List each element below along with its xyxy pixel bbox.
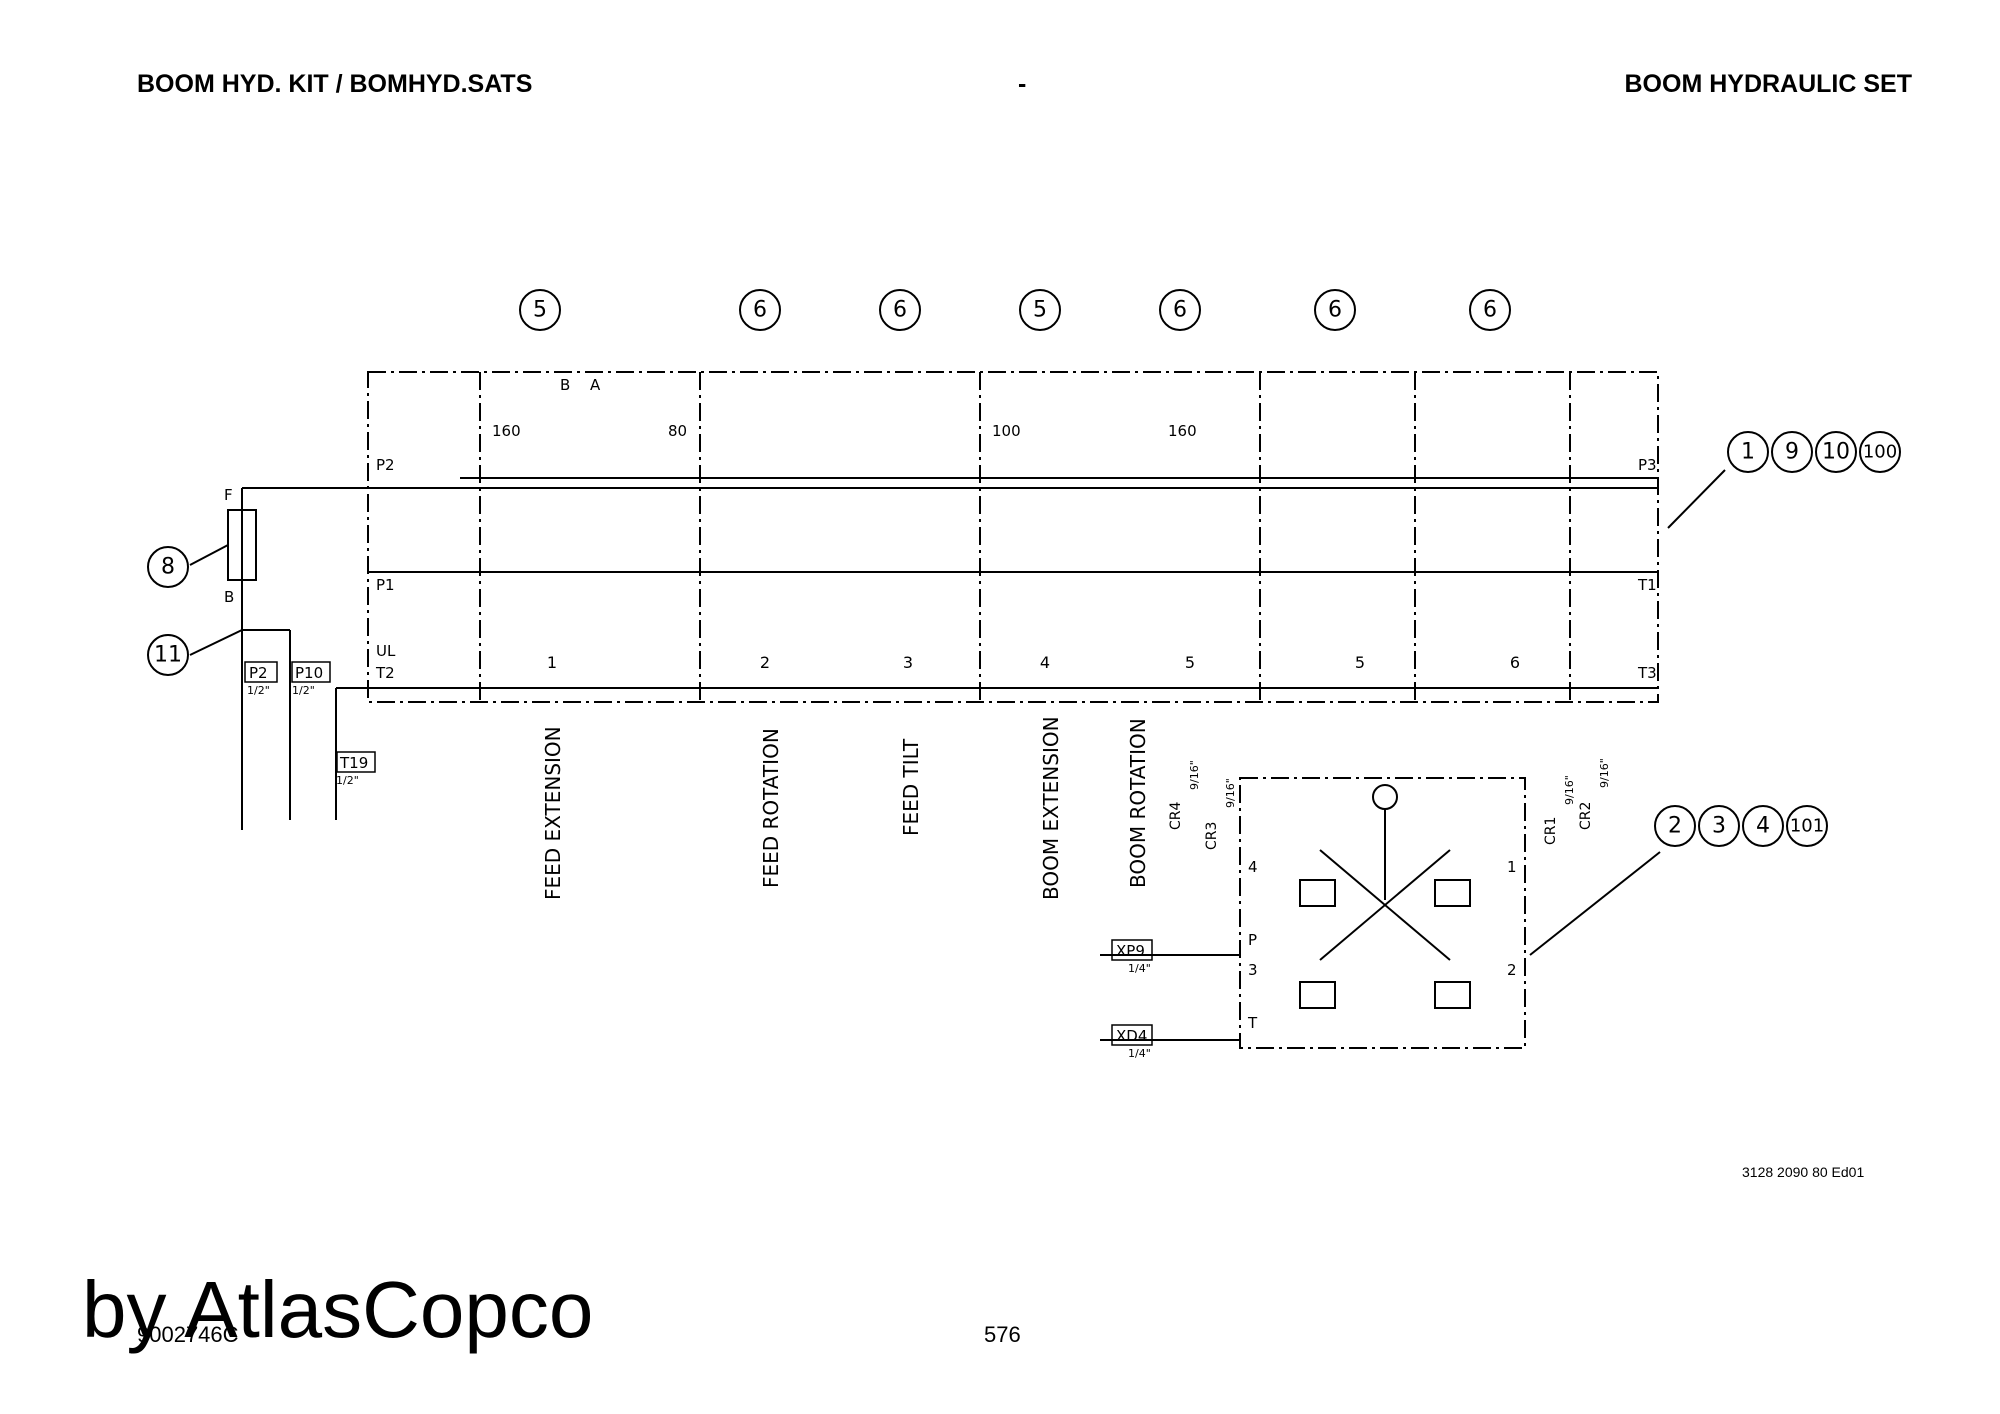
connection-P10-size: 1/2" bbox=[292, 684, 315, 697]
connection-XP9-name: XP9 bbox=[1116, 942, 1145, 960]
joystick-port-P: P bbox=[1248, 931, 1257, 949]
document-reference: 3128 2090 80 Ed01 bbox=[1742, 1164, 1865, 1180]
port-T3: T3 bbox=[1637, 664, 1657, 682]
callout-6-section-6: 6 bbox=[1483, 298, 1497, 323]
pressure-160-a: 160 bbox=[492, 422, 521, 440]
callout-1: 1 bbox=[1741, 440, 1755, 465]
section-number-1: 1 bbox=[547, 653, 557, 672]
function-label-boom-extension: BOOM EXTENSION bbox=[1039, 716, 1063, 900]
joystick-port-2: 2 bbox=[1507, 961, 1517, 979]
port-B-filter: B bbox=[224, 588, 234, 606]
connection-T19-size: 1/2" bbox=[336, 774, 359, 787]
function-label-feed-tilt: FEED TILT bbox=[899, 738, 923, 836]
connection-CR1-name: CR1 bbox=[1543, 817, 1559, 845]
callout-6-feed-tilt: 6 bbox=[893, 298, 907, 323]
port-P1: P1 bbox=[376, 576, 395, 594]
section-number-6: 6 bbox=[1510, 653, 1520, 672]
callout-10: 10 bbox=[1822, 440, 1850, 465]
section-number-3: 3 bbox=[903, 653, 913, 672]
port-T2: T2 bbox=[375, 664, 395, 682]
callout-5-boom-extension: 5 bbox=[1033, 298, 1047, 323]
joystick-port-4: 4 bbox=[1248, 858, 1258, 876]
connection-CR4-size: 9/16" bbox=[1188, 760, 1201, 790]
section-number-5b: 5 bbox=[1355, 653, 1365, 672]
callout-6-boom-rotation: 6 bbox=[1173, 298, 1187, 323]
connection-XD4-name: XD4 bbox=[1116, 1027, 1147, 1045]
pressure-100: 100 bbox=[992, 422, 1021, 440]
callout-3: 3 bbox=[1712, 814, 1726, 839]
connection-CR3-size: 9/16" bbox=[1224, 778, 1237, 808]
section-number-2: 2 bbox=[760, 653, 770, 672]
port-F: F bbox=[224, 486, 233, 504]
section-number-5a: 5 bbox=[1185, 653, 1195, 672]
joystick-port-T: T bbox=[1247, 1014, 1258, 1032]
callout-4: 4 bbox=[1756, 814, 1770, 839]
connection-T19-name: T19 bbox=[339, 754, 368, 772]
connection-XD4-size: 1/4" bbox=[1128, 1047, 1151, 1060]
watermark: by AtlasCopco bbox=[82, 1265, 594, 1354]
connection-CR3-name: CR3 bbox=[1204, 822, 1220, 850]
connection-P2-size: 1/2" bbox=[247, 684, 270, 697]
function-label-boom-rotation: BOOM ROTATION bbox=[1126, 718, 1150, 888]
connection-CR1-size: 9/16" bbox=[1563, 775, 1576, 805]
connection-CR4-name: CR4 bbox=[1168, 801, 1184, 830]
connection-P10-name: P10 bbox=[295, 664, 323, 682]
port-B: B bbox=[560, 376, 570, 394]
header-center-dash: - bbox=[1018, 70, 1027, 98]
callout-6-section-5: 6 bbox=[1328, 298, 1342, 323]
callout-2: 2 bbox=[1668, 814, 1682, 839]
port-P2: P2 bbox=[376, 456, 395, 474]
port-UL: UL bbox=[376, 642, 396, 660]
function-label-feed-rotation: FEED ROTATION bbox=[759, 728, 783, 888]
function-label-feed-extension: FEED EXTENSION bbox=[541, 726, 565, 900]
header-right-title: BOOM HYDRAULIC SET bbox=[1624, 70, 1913, 98]
pressure-80: 80 bbox=[668, 422, 687, 440]
page-number: 576 bbox=[984, 1322, 1021, 1347]
header-left-title: BOOM HYD. KIT / BOMHYD.SATS bbox=[137, 70, 533, 98]
callout-11: 11 bbox=[154, 643, 182, 668]
callout-8: 8 bbox=[161, 555, 175, 580]
pressure-160-b: 160 bbox=[1168, 422, 1197, 440]
valve-block-frame bbox=[367, 371, 1659, 703]
connection-CR2-name: CR2 bbox=[1578, 802, 1594, 830]
joystick-port-3: 3 bbox=[1248, 961, 1258, 979]
drawing-number: 9002746C bbox=[137, 1322, 239, 1347]
connection-XP9-size: 1/4" bbox=[1128, 962, 1151, 975]
connection-CR2-size: 9/16" bbox=[1598, 758, 1611, 788]
joystick-block-frame bbox=[1239, 777, 1526, 1049]
callout-9: 9 bbox=[1785, 440, 1799, 465]
callout-101: 101 bbox=[1790, 816, 1824, 837]
callout-6-feed-rotation: 6 bbox=[753, 298, 767, 323]
port-A: A bbox=[590, 376, 601, 394]
callout-100: 100 bbox=[1863, 442, 1897, 463]
section-number-4: 4 bbox=[1040, 653, 1050, 672]
port-P3: P3 bbox=[1638, 456, 1657, 474]
joystick-port-1: 1 bbox=[1507, 858, 1517, 876]
connection-P2-name: P2 bbox=[249, 664, 268, 682]
callout-5-feed-extension: 5 bbox=[533, 298, 547, 323]
port-T1: T1 bbox=[1637, 576, 1657, 594]
